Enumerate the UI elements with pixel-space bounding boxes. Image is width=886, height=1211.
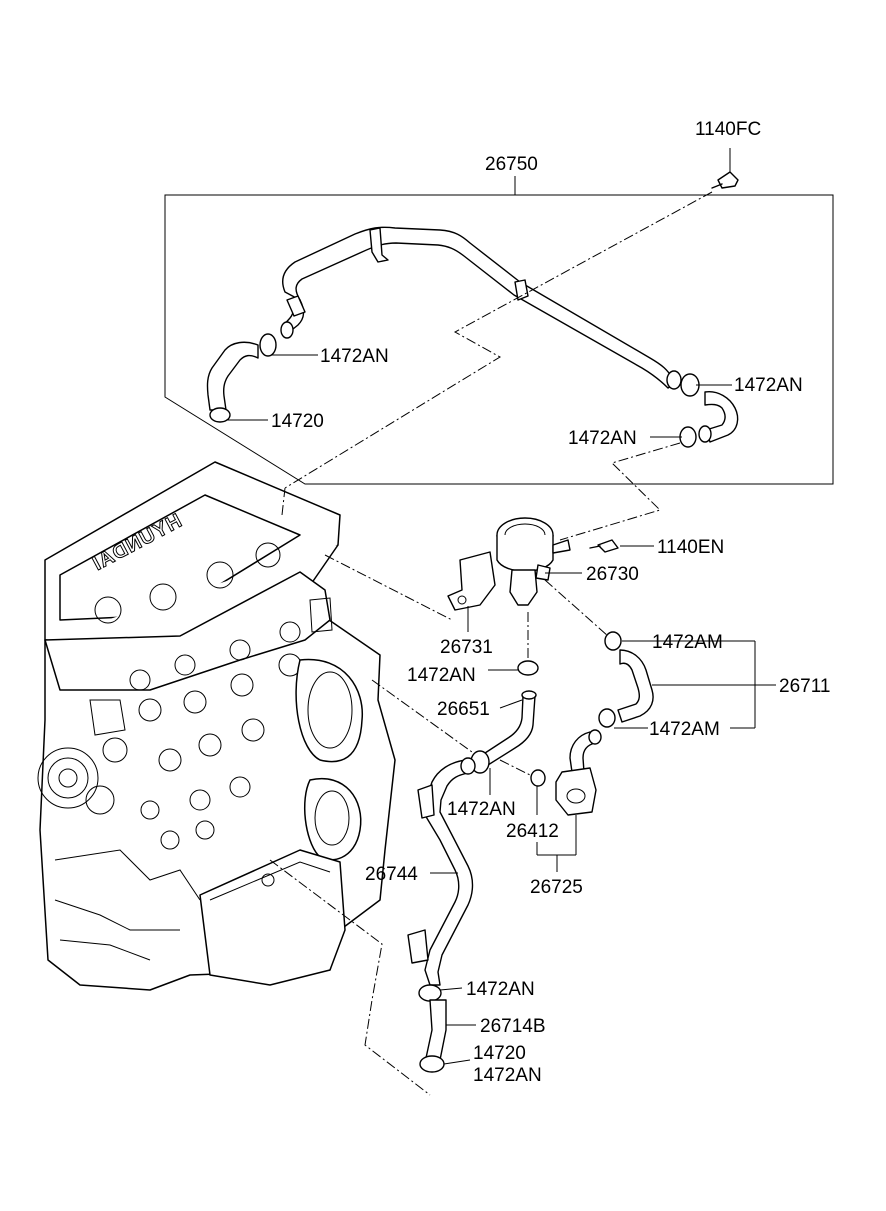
- label-1472AM-lower: 1472AM: [649, 719, 720, 740]
- label-1472AM-upper: 1472AM: [652, 632, 723, 653]
- label-26750: 26750: [485, 154, 538, 175]
- label-1472AN-lower-mid: 1472AN: [447, 799, 516, 820]
- assembly-box-26750: [164, 176, 834, 485]
- leader-lines: [226, 148, 776, 1065]
- label-26731: 26731: [440, 637, 493, 658]
- hose-26714B: [419, 999, 447, 1073]
- o-ring-26412: [530, 769, 546, 787]
- label-1472AN-top-right-2: 1472AN: [568, 428, 637, 449]
- label-26744: 26744: [365, 864, 418, 885]
- label-1472AN-mid: 1472AN: [407, 665, 476, 686]
- label-1472AN-top-right: 1472AN: [734, 375, 803, 396]
- label-1140EN: 1140EN: [657, 537, 724, 558]
- label-1472AN-bottom: 1472AN: [466, 979, 535, 1000]
- clamp-1472AN-mid: [517, 660, 539, 676]
- label-26725: 26725: [530, 877, 583, 898]
- label-14720-top: 14720: [271, 411, 324, 432]
- hose-26711: [598, 631, 654, 728]
- pcv-valve-26725: [530, 729, 602, 816]
- hose-26744: [407, 757, 476, 1002]
- label-26651: 26651: [437, 699, 490, 720]
- label-14720-bottom: 14720: [473, 1043, 526, 1064]
- label-1472AN-bottom-2: 1472AN: [473, 1065, 542, 1086]
- label-1472AN-top-left: 1472AN: [320, 346, 389, 367]
- engine-block: HYUNDAI: [37, 461, 396, 991]
- label-26714B: 26714B: [480, 1016, 546, 1037]
- part-labels: 1140FC 26750 1472AN 14720 1472AN 1472AN …: [271, 119, 830, 1086]
- breather-tube-26750: [206, 171, 739, 448]
- label-26711: 26711: [779, 676, 830, 697]
- label-26412: 26412: [506, 821, 559, 842]
- label-26730: 26730: [586, 564, 639, 585]
- label-1140FC: 1140FC: [695, 119, 761, 140]
- dashed-lines: [269, 191, 713, 1096]
- valve-26730: [447, 517, 619, 611]
